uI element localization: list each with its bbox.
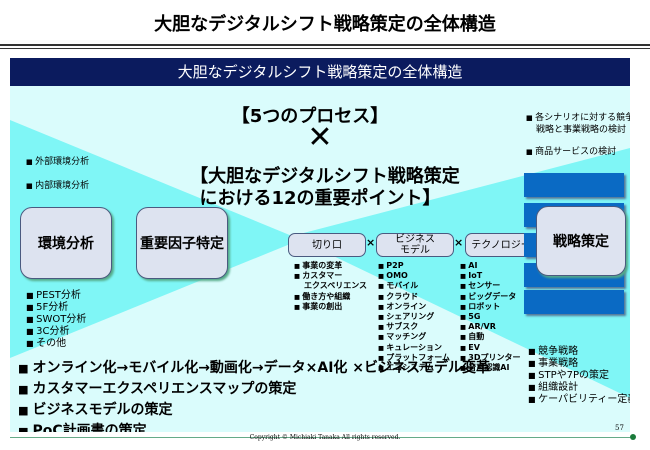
list-item: 商品サービスの検討 xyxy=(526,146,630,158)
copyright: Copyright © Michiaki Tanaka All rights r… xyxy=(249,434,401,441)
diagram-panel: 大胆なデジタルシフト戦略策定の全体構造 【5つのプロセス】 ✕ 【大胆なデジタル… xyxy=(10,58,630,432)
entry-items: 事業の変革 カスタマー エクスペリエンス 働き方や組織 事業の創出 xyxy=(294,261,367,312)
list-item: 外部環境分析 xyxy=(26,156,89,168)
right-top-bullets: 各シナリオに対する競争 戦略と事業戦略の検討 商品サービスの検討 xyxy=(526,112,630,158)
list-item: 3Dプリンター xyxy=(460,353,520,363)
list-item: 競争戦略 xyxy=(528,346,630,358)
list-item: オンライン化→モバイル化→動画化→データ×AI化 ×ビジネスモデル変革 xyxy=(18,358,490,379)
list-item: OMO xyxy=(378,271,450,281)
env-analysis-box: 環境分析 xyxy=(20,207,112,279)
list-item-cont: エクスペリエンス xyxy=(294,281,367,291)
points-line2: における12の重要ポイント】 xyxy=(199,188,441,209)
left-bullets: 外部環境分析 内部環境分析 xyxy=(26,156,89,192)
times-icon: × xyxy=(366,236,376,249)
list-item: ビッグデータ xyxy=(460,292,520,302)
list-item: 各シナリオに対する競争 xyxy=(526,112,630,124)
strategy-box: 戦略策定 xyxy=(536,206,626,276)
list-item: シェアリング xyxy=(378,312,450,322)
list-item-text: エクスペリエンス xyxy=(304,281,368,291)
list-item: 3C分析 xyxy=(26,326,86,338)
strategy-items: 競争戦略 事業戦略 STPや7Pの策定 組織設計 ケーパビリティー定義 xyxy=(528,346,630,406)
factor-box: 重要因子特定 xyxy=(136,207,228,279)
title-rule-thin xyxy=(0,48,650,49)
env-items: PEST分析 5F分析 SWOT分析 3C分析 その他 xyxy=(26,290,86,350)
list-item: オンライン xyxy=(378,302,450,312)
list-item: カスタマー xyxy=(294,271,367,281)
list-item: 事業の創出 xyxy=(294,302,367,312)
list-item: 内部環境分析 xyxy=(26,180,89,192)
technology-items: AI IoT センサー ビッグデータ ロボット 5G AR/VR 自動 EV 3… xyxy=(460,261,520,373)
list-item: その他 xyxy=(26,338,86,350)
list-item: EV xyxy=(460,343,520,353)
list-item: 組織設計 xyxy=(528,382,630,394)
business-model-items: P2P OMO モバイル クラウド オンライン シェアリング サブスク マッチン… xyxy=(378,261,450,373)
list-item: 事業戦略 xyxy=(528,358,630,370)
list-item: P2P xyxy=(378,261,450,271)
list-item: 自動 xyxy=(460,332,520,342)
list-item-cont: 戦略と事業戦略の検討 xyxy=(526,124,630,136)
list-item: クラウド xyxy=(378,292,450,302)
list-item: ロボット xyxy=(460,302,520,312)
footer-rule xyxy=(10,437,630,438)
list-item: PEST分析 xyxy=(26,290,86,302)
times-icon: × xyxy=(454,236,464,249)
points-line1: 【大胆なデジタルシフト戦略策定 xyxy=(190,166,460,187)
top-light-wedge xyxy=(10,86,630,236)
list-item: キュレーション xyxy=(378,343,450,353)
list-item: PoC計画書の策定 xyxy=(18,421,490,432)
blue-bar xyxy=(524,290,624,314)
list-item: センサー xyxy=(460,281,520,291)
list-item: ケーパビリティー定義 xyxy=(528,394,630,406)
bottom-items: オンライン化→モバイル化→動画化→データ×AI化 ×ビジネスモデル変革 カスタマ… xyxy=(18,358,490,432)
list-item: AI xyxy=(460,261,520,271)
page-number: 57 xyxy=(615,424,624,432)
cross-icon: ✕ xyxy=(307,120,333,155)
blue-bar xyxy=(524,173,624,197)
pill-bm-line2: モデル xyxy=(400,245,430,256)
list-item: モバイル xyxy=(378,281,450,291)
list-item: 事業の変革 xyxy=(294,261,367,271)
process-label: 【5つのプロセス】 xyxy=(231,106,389,127)
list-item-text: 戦略と事業戦略の検討 xyxy=(536,125,627,135)
list-item: 5F分析 xyxy=(26,302,86,314)
list-item: ビジネスモデルの策定 xyxy=(18,400,490,421)
list-item: マッチング xyxy=(378,332,450,342)
list-item: カスタマーエクスペリエンスマップの策定 xyxy=(18,379,490,400)
list-item: AR/VR xyxy=(460,322,520,332)
list-item: SWOT分析 xyxy=(26,314,86,326)
panel-header: 大胆なデジタルシフト戦略策定の全体構造 xyxy=(10,58,630,86)
list-item: サブスク xyxy=(378,322,450,332)
title-rule xyxy=(0,44,650,46)
pill-entry: 切り口 xyxy=(288,233,366,257)
list-item: IoT xyxy=(460,271,520,281)
footer-dot xyxy=(630,434,636,440)
list-item: STPや7Pの策定 xyxy=(528,370,630,382)
list-item: 5G xyxy=(460,312,520,322)
pill-business-model: ビジネス モデル xyxy=(376,233,454,257)
list-item: 働き方や組織 xyxy=(294,292,367,302)
slide-title: 大胆なデジタルシフト戦略策定の全体構造 xyxy=(154,14,496,35)
pill-bm-line1: ビジネス xyxy=(395,234,435,245)
